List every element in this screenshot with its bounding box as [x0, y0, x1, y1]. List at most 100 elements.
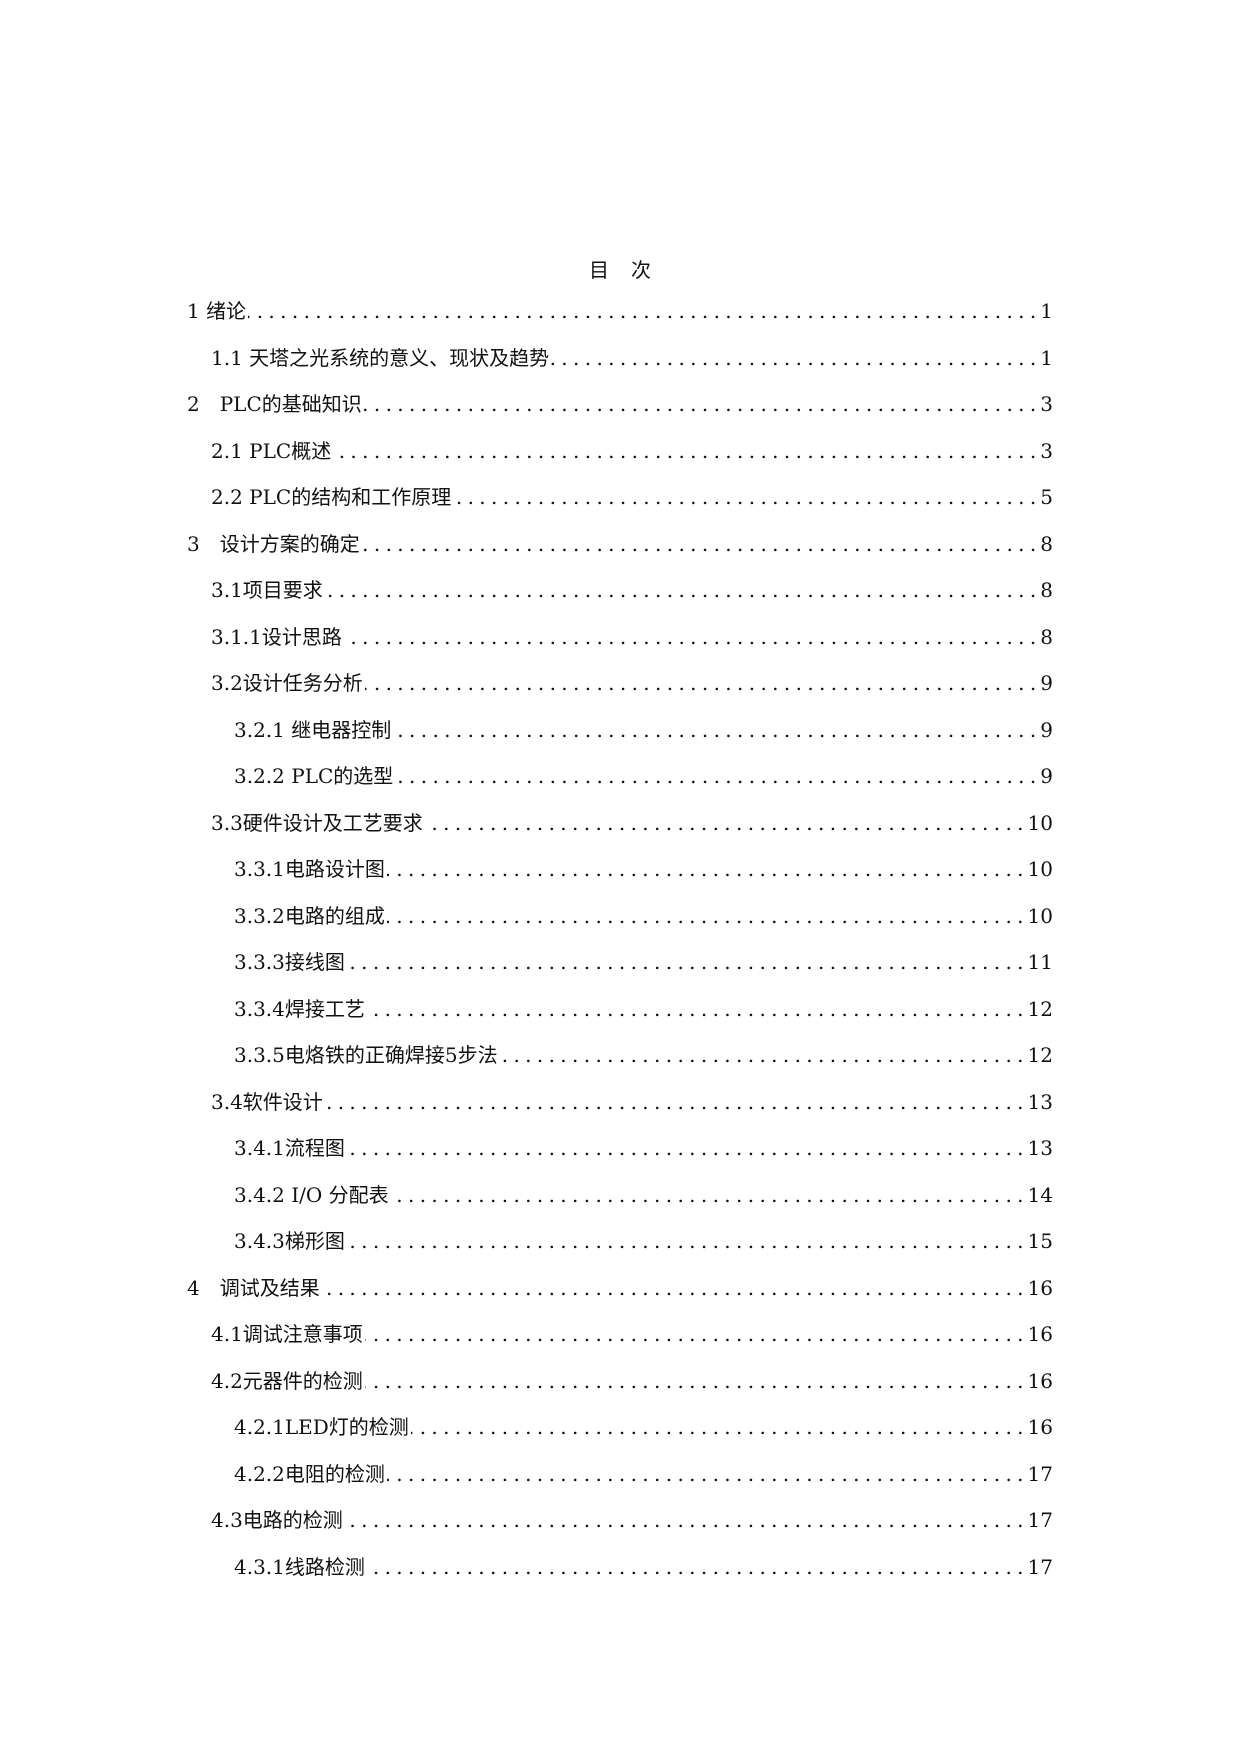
toc-title: 目次	[589, 258, 673, 282]
dot-leader	[325, 1088, 1024, 1116]
dot-leader	[500, 1041, 1024, 1069]
toc-entry[interactable]: 3.2.1 继电器控制 9	[187, 707, 1053, 754]
dot-leader	[365, 1367, 1024, 1395]
toc-entry[interactable]: 1 绪论 1	[187, 288, 1053, 335]
toc-entry-label: 2 PLC的基础知识	[187, 390, 364, 419]
dot-leader	[344, 623, 1036, 651]
dot-leader	[411, 1413, 1024, 1441]
toc-entry[interactable]: 4.2元器件的检测 16	[187, 1358, 1053, 1405]
toc-entry-label: 3.3.2电路的组成	[234, 901, 387, 930]
toc-entry-label: 3.1项目要求	[211, 576, 325, 605]
toc-entry-page: 16	[1027, 1322, 1053, 1347]
toc-entry-label: 4.3.1线路检测	[234, 1552, 367, 1581]
dot-leader	[322, 1274, 1024, 1302]
dot-leader	[425, 809, 1024, 837]
toc-entry-label: 3.4软件设计	[211, 1087, 325, 1116]
toc-entry-page: 8	[1040, 624, 1053, 649]
dot-leader	[347, 1227, 1024, 1255]
toc-entry-label: 4 调试及结果	[187, 1273, 322, 1302]
toc-entry[interactable]: 3.3.3接线图11	[187, 939, 1053, 986]
toc-entry[interactable]: 4 调试及结果 16	[187, 1265, 1053, 1312]
dot-leader	[395, 762, 1036, 790]
toc-entry-page: 17	[1027, 1554, 1053, 1579]
toc-entry[interactable]: 4.2.1LED灯的检测 16	[187, 1404, 1053, 1451]
toc-entry-label: 4.2.2电阻的检测	[234, 1459, 387, 1488]
toc-entry[interactable]: 3.4.1流程图 13	[187, 1125, 1053, 1172]
dot-leader	[393, 716, 1036, 744]
toc-entry[interactable]: 4.3电路的检测 17	[187, 1497, 1053, 1544]
toc-entry[interactable]: 3.1项目要求8	[187, 567, 1053, 614]
dot-leader	[364, 390, 1037, 418]
dot-leader	[325, 576, 1036, 604]
toc-entry-label: 3.4.3梯形图	[234, 1227, 347, 1256]
toc-entry[interactable]: 3.4.2 I/O 分配表14	[187, 1172, 1053, 1219]
toc-entry[interactable]: 3.1.1设计思路 8	[187, 614, 1053, 661]
dot-leader	[333, 437, 1036, 465]
toc-entry-page: 9	[1040, 671, 1053, 696]
toc-entry[interactable]: 4.3.1线路检测 17	[187, 1544, 1053, 1591]
toc-entry[interactable]: 3.2.2 PLC的选型9	[187, 753, 1053, 800]
toc-entry-label: 4.1调试注意事项	[211, 1320, 365, 1349]
toc-entry-page: 12	[1027, 1043, 1053, 1068]
dot-leader	[387, 902, 1024, 930]
toc-entry-page: 9	[1040, 717, 1053, 742]
toc-entry[interactable]: 3.3.2电路的组成 10	[187, 893, 1053, 940]
toc-entry[interactable]: 3 设计方案的确定8	[187, 521, 1053, 568]
dot-leader	[453, 483, 1036, 511]
toc-entry-label: 4.2.1LED灯的检测	[234, 1413, 411, 1442]
dot-leader	[367, 995, 1024, 1023]
toc-entry-page: 12	[1027, 996, 1053, 1021]
toc-entry-label: 1.1 天塔之光系统的意义、现状及趋势	[211, 343, 552, 372]
toc-entry[interactable]: 3.3硬件设计及工艺要求10	[187, 800, 1053, 847]
toc-entry-page: 13	[1027, 1136, 1053, 1161]
toc-entry-page: 16	[1027, 1368, 1053, 1393]
toc-entry[interactable]: 4.2.2电阻的检测 17	[187, 1451, 1053, 1498]
toc-entry-page: 3	[1040, 438, 1053, 463]
dot-leader	[551, 344, 1036, 372]
toc-entry[interactable]: 4.1调试注意事项 16	[187, 1311, 1053, 1358]
toc-entry-label: 3.3.4焊接工艺	[234, 994, 367, 1023]
dot-leader	[387, 855, 1024, 883]
dot-leader	[347, 948, 1024, 976]
toc-entry-label: 3.3.1电路设计图	[234, 855, 387, 884]
toc-entry-label: 3.1.1设计思路	[211, 622, 344, 651]
toc-entry-page: 17	[1027, 1461, 1053, 1486]
toc-entry[interactable]: 3.4软件设计 13	[187, 1079, 1053, 1126]
toc-entry-page: 15	[1027, 1229, 1053, 1254]
dot-leader	[345, 1506, 1024, 1534]
toc-entry[interactable]: 3.3.1电路设计图 10	[187, 846, 1053, 893]
dot-leader	[391, 1181, 1024, 1209]
toc-entry[interactable]: 2.2 PLC的结构和工作原理5	[187, 474, 1053, 521]
toc-entry-page: 10	[1027, 857, 1053, 882]
toc-entry-page: 1	[1040, 299, 1053, 324]
toc-entry-label: 4.3电路的检测	[211, 1506, 345, 1535]
toc-entry-label: 1 绪论	[187, 297, 249, 326]
toc-entry[interactable]: 2.1 PLC概述 3	[187, 428, 1053, 475]
toc-entry[interactable]: 3.2设计任务分析 9	[187, 660, 1053, 707]
toc-entry-label: 3.3.5电烙铁的正确焊接5步法	[234, 1041, 500, 1070]
toc-entry[interactable]: 3.3.4焊接工艺 12	[187, 986, 1053, 1033]
toc-entry-page: 16	[1027, 1275, 1053, 1300]
toc-entry-label: 2.1 PLC概述	[211, 436, 334, 465]
toc-entry-label: 4.2元器件的检测	[211, 1366, 365, 1395]
toc-entry-label: 3.2.1 继电器控制	[234, 715, 394, 744]
toc-entry-page: 3	[1040, 392, 1053, 417]
toc-entry[interactable]: 1.1 天塔之光系统的意义、现状及趋势1	[187, 335, 1053, 382]
toc-entry-label: 3.2设计任务分析	[211, 669, 365, 698]
table-of-contents: 1 绪论 1 1.1 天塔之光系统的意义、现状及趋势1 2 PLC的基础知识 3 2…	[187, 288, 1053, 1590]
toc-entry-page: 10	[1027, 810, 1053, 835]
toc-entry-label: 3.2.2 PLC的选型	[234, 762, 396, 791]
toc-entry-label: 3.4.2 I/O 分配表	[234, 1180, 391, 1209]
dot-leader	[347, 1134, 1024, 1162]
toc-entry[interactable]: 3.4.3梯形图 15	[187, 1218, 1053, 1265]
toc-entry-page: 17	[1027, 1508, 1053, 1533]
toc-entry-label: 3.4.1流程图	[234, 1134, 347, 1163]
toc-entry-page: 10	[1027, 903, 1053, 928]
toc-entry-page: 16	[1027, 1415, 1053, 1440]
toc-entry-label: 2.2 PLC的结构和工作原理	[211, 483, 454, 512]
toc-entry[interactable]: 3.3.5电烙铁的正确焊接5步法 12	[187, 1032, 1053, 1079]
toc-entry-page: 11	[1027, 950, 1053, 975]
toc-entry-page: 13	[1027, 1089, 1053, 1114]
toc-entry[interactable]: 2 PLC的基础知识 3	[187, 381, 1053, 428]
